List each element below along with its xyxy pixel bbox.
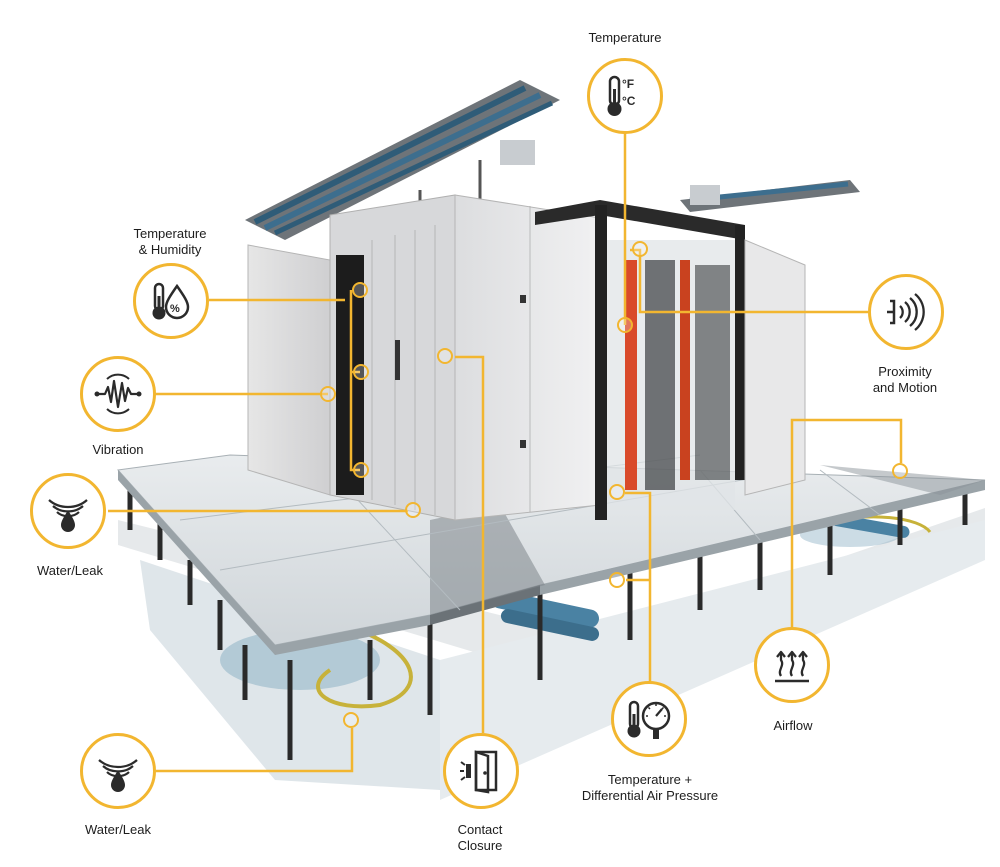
leader-temp-humidity-vertical bbox=[349, 290, 360, 472]
white-cabinet-row bbox=[247, 194, 601, 521]
sensor-dot-airflow[interactable] bbox=[892, 463, 908, 479]
sensor-dot-proximity[interactable] bbox=[632, 241, 648, 257]
sensor-dot-temp-pressure-lower[interactable] bbox=[609, 572, 625, 588]
sensor-temperature[interactable]: °F °C bbox=[587, 58, 663, 134]
leader-proximity bbox=[630, 248, 868, 314]
overhead-cable-trays bbox=[245, 80, 860, 245]
leader-contact-closure bbox=[455, 355, 485, 733]
sensor-dot-temperature[interactable] bbox=[617, 317, 633, 333]
leader-temp-pressure bbox=[625, 491, 652, 682]
door-contact-closure-icon bbox=[460, 750, 498, 794]
label-water-leak-upper: Water/Leak bbox=[37, 563, 103, 578]
thermometer-pressure-gauge-icon bbox=[627, 700, 671, 739]
sensor-temp-pressure[interactable] bbox=[611, 681, 687, 757]
svg-text:°F: °F bbox=[622, 77, 634, 91]
sensor-dot-temp-humidity-bottom[interactable] bbox=[353, 462, 369, 478]
label-temp-humidity-line1: Temperature bbox=[133, 226, 207, 241]
thermometer-humidity-drop-icon: % bbox=[152, 282, 190, 320]
svg-text:°C: °C bbox=[622, 94, 636, 108]
sensor-dot-temp-pressure-upper[interactable] bbox=[609, 484, 625, 500]
label-proximity: Proximity and Motion bbox=[855, 364, 955, 396]
thermometer-fahrenheit-celsius-icon: °F °C bbox=[607, 75, 636, 116]
sensor-water-leak-upper[interactable] bbox=[30, 473, 106, 549]
label-proximity-line2: and Motion bbox=[872, 380, 938, 395]
label-temp-pressure-line2: Differential Air Pressure bbox=[581, 788, 719, 803]
sensor-proximity[interactable] bbox=[868, 274, 944, 350]
label-contact-line2: Closure bbox=[457, 838, 503, 853]
label-temp-humidity-line2: & Humidity bbox=[138, 242, 202, 257]
proximity-motion-waves-icon bbox=[887, 293, 925, 331]
water-leak-drop-icon bbox=[48, 499, 88, 532]
airflow-arrows-icon bbox=[775, 650, 809, 683]
svg-text:%: % bbox=[170, 303, 180, 315]
sensor-dot-water-leak-upper[interactable] bbox=[405, 502, 421, 518]
leader-water-leak-lower bbox=[156, 728, 354, 773]
sensor-temp-humidity[interactable]: % bbox=[133, 263, 209, 339]
sensor-water-leak-lower[interactable] bbox=[80, 733, 156, 809]
label-contact-closure: Contact Closure bbox=[430, 822, 530, 854]
label-proximity-line1: Proximity bbox=[878, 364, 932, 379]
sensor-dot-temp-humidity-mid[interactable] bbox=[353, 364, 369, 380]
leader-airflow bbox=[790, 418, 903, 633]
sensor-airflow[interactable] bbox=[754, 627, 830, 703]
water-leak-drop-icon bbox=[98, 759, 138, 792]
sensor-dot-temp-humidity-top[interactable] bbox=[352, 282, 368, 298]
label-vibration: Vibration bbox=[92, 442, 144, 457]
sensor-dot-water-leak-lower[interactable] bbox=[343, 712, 359, 728]
label-contact-line1: Contact bbox=[457, 822, 503, 837]
label-temp-pressure-line1: Temperature + bbox=[607, 772, 693, 787]
label-temp-humidity: Temperature & Humidity bbox=[110, 226, 230, 258]
label-temp-pressure: Temperature + Differential Air Pressure bbox=[560, 772, 740, 804]
sensor-dot-vibration[interactable] bbox=[320, 386, 336, 402]
sensor-vibration[interactable] bbox=[80, 356, 156, 432]
vibration-waves-icon bbox=[94, 373, 142, 415]
sensor-dot-contact-closure[interactable] bbox=[437, 348, 453, 364]
label-water-leak-lower: Water/Leak bbox=[85, 822, 151, 837]
label-temperature: Temperature bbox=[588, 30, 662, 45]
sensor-contact-closure[interactable] bbox=[443, 733, 519, 809]
label-airflow: Airflow bbox=[773, 718, 813, 733]
